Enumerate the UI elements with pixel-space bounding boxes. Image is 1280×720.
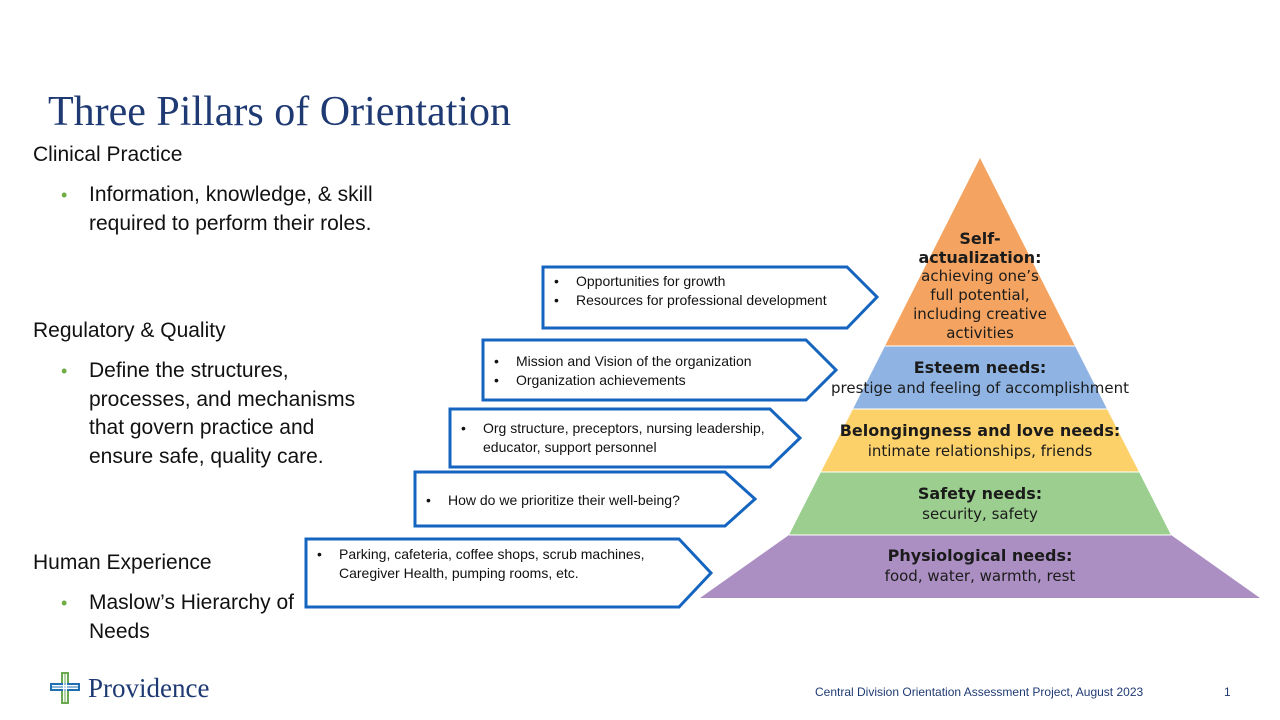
callout-self-actualization: Opportunities for growth Resources for p… [546, 272, 836, 310]
callout-item: Parking, cafeteria, coffee shops, scrub … [309, 545, 679, 583]
footer-text: Central Division Orientation Assessment … [815, 685, 1144, 699]
pyramid-heading: Belongingness and love needs: [839, 421, 1121, 440]
pyramid-subtext: intimate relationships, friends [867, 442, 1093, 460]
callout-item: Opportunities for growth [546, 272, 836, 291]
pyramid-label-safety: Safety needs: security, safety [830, 484, 1130, 524]
providence-logo: Providence [50, 672, 209, 704]
pyramid-subtext: prestige and feeling of accomplishment [831, 379, 1129, 397]
pillar-heading: Human Experience [33, 551, 212, 574]
pyramid-heading: actualization: [918, 248, 1042, 267]
pyramid-level-safety [789, 472, 1171, 535]
pillar-regulatory-quality: Regulatory & Quality • Define the struct… [33, 318, 403, 471]
bullet-icon: • [61, 361, 68, 381]
callout-item: Organization achievements [486, 371, 806, 390]
pillar-heading: Clinical Practice [33, 143, 183, 166]
pyramid-level-esteem [853, 346, 1107, 409]
pyramid-level-belonging [821, 409, 1139, 472]
pyramid-label-esteem: Esteem needs: prestige and feeling of ac… [830, 358, 1130, 398]
pyramid-level-physiological [700, 535, 1260, 598]
pyramid-subtext: security, safety [922, 505, 1038, 523]
pyramid-subtext: full potential, [930, 286, 1030, 304]
logo-text: Providence [88, 672, 210, 703]
slide-title: Three Pillars of Orientation [48, 89, 512, 135]
pyramid-label-self-actualization: Self- actualization: achieving one’s ful… [890, 229, 1070, 343]
pyramid-label-belonging: Belongingness and love needs: intimate r… [830, 421, 1130, 461]
callout-physiological: Parking, cafeteria, coffee shops, scrub … [309, 545, 679, 583]
callout-esteem: Mission and Vision of the organization O… [486, 352, 806, 390]
pillar-bullet: Maslow’s Hierarchy of Needs [89, 591, 295, 643]
providence-cross-icon [50, 672, 80, 704]
bullet-icon: • [61, 593, 68, 613]
callout-item: Mission and Vision of the organization [486, 352, 806, 371]
pillar-bullet: Information, knowledge, & skill required… [89, 183, 373, 235]
pyramid-heading: Physiological needs: [887, 546, 1073, 565]
pyramid-label-physiological: Physiological needs: food, water, warmth… [830, 546, 1130, 586]
page-number: 1 [1224, 685, 1231, 699]
callout-belonging: Org structure, preceptors, nursing leade… [453, 419, 775, 457]
pillar-heading: Regulatory & Quality [33, 319, 226, 342]
pillar-clinical-practice: Clinical Practice • Information, knowled… [33, 142, 403, 238]
pyramid-level-self-actualization [885, 158, 1075, 346]
callout-item: Resources for professional development [546, 291, 836, 310]
pyramid-heading: Safety needs: [917, 484, 1043, 503]
pyramid-subtext: food, water, warmth, rest [884, 567, 1076, 585]
callout-item: How do we prioritize their well-being? [418, 491, 728, 510]
pyramid-subtext: including creative [913, 305, 1047, 323]
callout-item: Org structure, preceptors, nursing leade… [453, 419, 775, 457]
pyramid-heading: Self- [959, 229, 1001, 248]
pyramid-subtext: activities [946, 324, 1014, 342]
pyramid-subtext: achieving one’s [921, 267, 1039, 285]
callout-safety: How do we prioritize their well-being? [418, 491, 728, 510]
pyramid-heading: Esteem needs: [913, 358, 1047, 377]
pillar-human-experience: Human Experience • Maslow’s Hierarchy of… [33, 550, 403, 646]
bullet-icon: • [61, 185, 68, 205]
pillar-bullet: Define the structures, processes, and me… [89, 359, 356, 468]
